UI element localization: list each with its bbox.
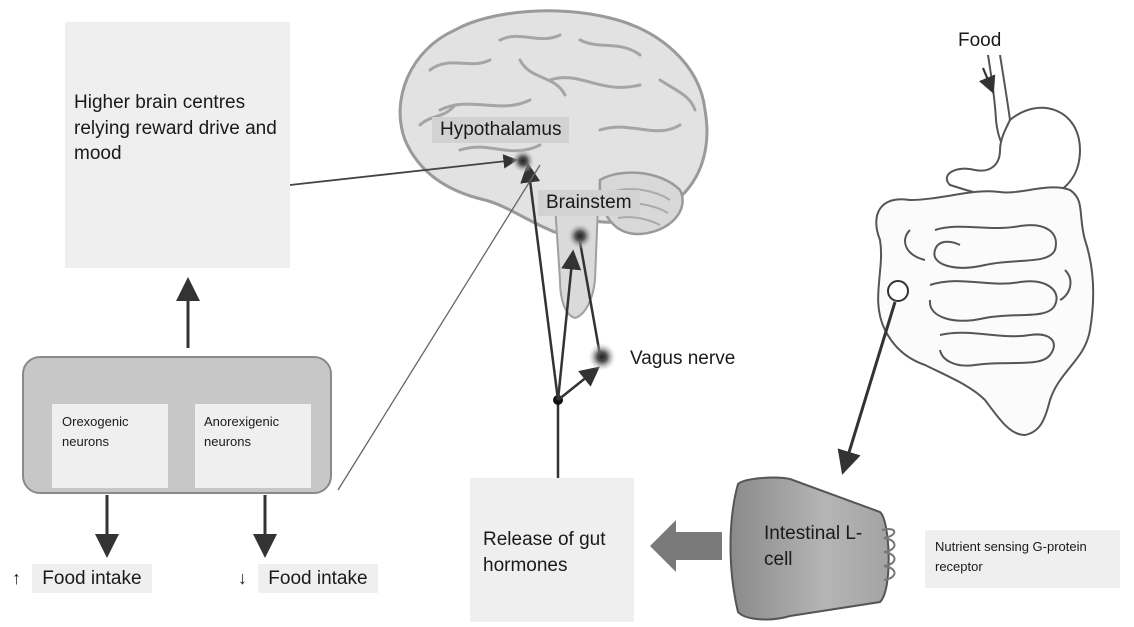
- hypothalamus-label: Hypothalamus: [432, 117, 569, 143]
- nutrient-receptor-label: Nutrient sensing G-protein receptor: [935, 537, 1105, 576]
- intestinal-l-cell-label: Intestinal L-cell: [764, 521, 864, 572]
- brainstem-label: Brainstem: [538, 190, 640, 216]
- brain-illustration: [400, 11, 707, 318]
- arrow-down-icon: ↓: [238, 568, 247, 588]
- food-label: Food: [955, 30, 1004, 52]
- food-intake-decrease: ↓ Food intake: [238, 568, 378, 590]
- food-intake-decrease-label: Food intake: [258, 564, 377, 593]
- anorexigenic-label: Anorexigenic neurons: [204, 412, 304, 451]
- sensing-site-icon: [888, 281, 908, 301]
- release-big-arrow: [650, 520, 722, 572]
- vagus-dot: [588, 343, 616, 371]
- higher-brain-label: Higher brain centres relying reward driv…: [74, 90, 289, 167]
- gut-illustration: [876, 55, 1093, 435]
- release-gut-hormones-label: Release of gut hormones: [483, 527, 633, 578]
- gut-to-cell-arrow: [843, 302, 895, 472]
- hypothalamus-dot: [511, 149, 535, 173]
- vagus-nerve-label: Vagus nerve: [624, 341, 780, 377]
- neurons-to-hypothalamus-line: [338, 165, 540, 490]
- food-intake-increase: ↑ Food intake: [12, 568, 152, 590]
- orexigenic-label: Orexogenic neurons: [62, 412, 152, 451]
- brainstem-dot: [567, 223, 593, 249]
- arrow-up-icon: ↑: [12, 568, 21, 588]
- to-vagus-arrow: [558, 368, 598, 400]
- food-intake-increase-label: Food intake: [32, 564, 151, 593]
